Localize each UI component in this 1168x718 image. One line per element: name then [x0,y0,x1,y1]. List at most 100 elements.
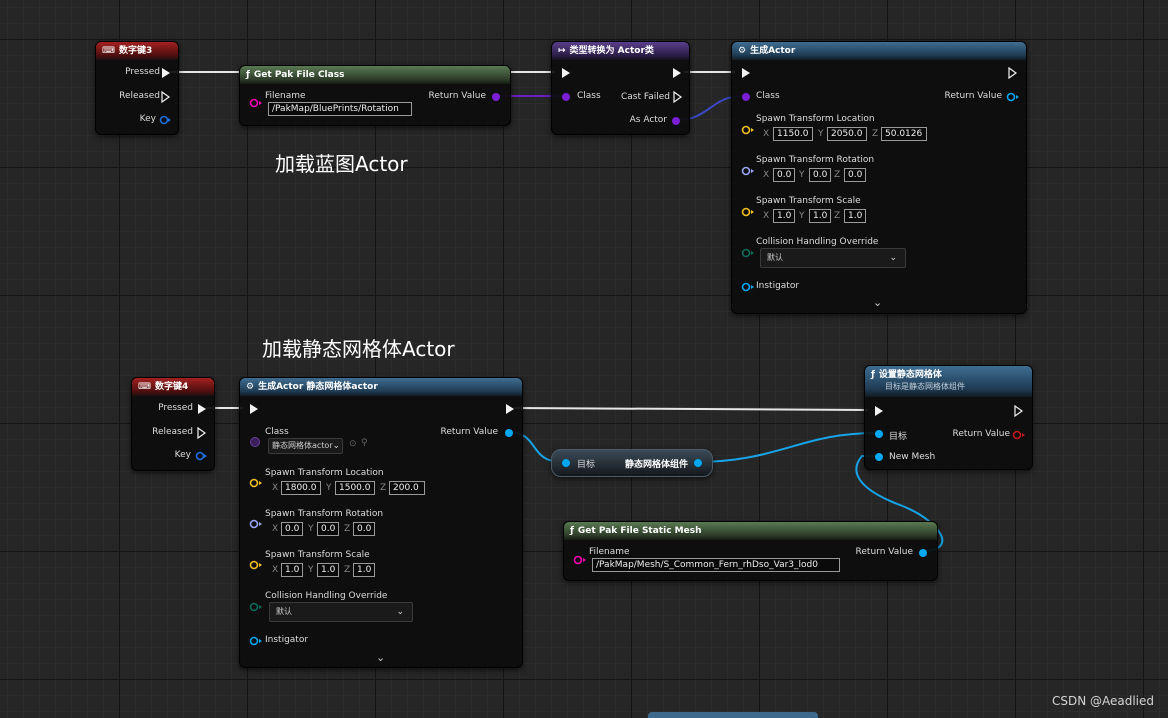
return-class-pin[interactable] [492,93,500,101]
cast-exec-in-pin[interactable] [562,68,570,78]
scale-y-input[interactable]: 1.0 [809,209,831,223]
location-x-input[interactable]: 1150.0 [773,127,813,141]
partial-node-header [648,712,818,718]
axis-z: Z [834,211,841,221]
scale-x-input[interactable]: 1.0 [773,209,795,223]
rotation-x-input[interactable]: 0.0 [281,522,303,536]
spawn-mesh-class-label: Class [265,427,289,437]
spawn-actor-node[interactable]: ⚙生成Actor Class Return Value Spawn Transf… [731,41,1027,314]
axis-y: Y [799,170,805,180]
cast-exec-out-pin[interactable] [673,68,681,78]
getter-output-label: 静态网格体组件 [624,460,688,470]
cast-to-actor-class-node[interactable]: ↦类型转换为 Actor类 Class Cast Failed As Actor [551,41,690,135]
expand-chevron-icon[interactable]: ⌄ [873,296,883,309]
collision-enum-pin[interactable] [741,248,755,258]
rotation-y-input[interactable]: 0.0 [809,168,831,182]
exec-wire [513,407,869,411]
rotation-z-input[interactable]: 0.0 [353,522,375,536]
scale-z-input[interactable]: 1.0 [844,209,866,223]
scale-x-input[interactable]: 1.0 [281,563,303,577]
location-vector-pin[interactable] [249,478,263,488]
search-icon[interactable]: ⚲ [361,438,368,448]
instigator-pin[interactable] [741,282,755,292]
mesh-return-pin[interactable] [919,549,927,557]
pressed-label: Pressed [158,403,193,413]
collision-enum-pin[interactable] [249,602,263,612]
spawn-mesh-actor-node[interactable]: ⚙生成Actor 静态网格体actor Class 静态网格体actor⌄ ⊙ … [239,377,523,668]
location-z-input[interactable]: 50.0126 [881,127,927,141]
spawn-class-pin[interactable] [742,93,750,101]
keyboard-icon: ⌨ [138,382,151,392]
static-mesh-component-getter-node[interactable]: 目标 静态网格体组件 [551,449,713,477]
pressed-exec-pin[interactable] [198,404,206,414]
spawn-mesh-class-pin[interactable] [250,437,260,447]
key-struct-pin[interactable] [159,115,171,125]
expand-chevron-icon[interactable]: ⌄ [376,651,386,664]
scale-z-input[interactable]: 1.0 [353,563,375,577]
axis-z: Z [834,170,841,180]
spawn-return-label: Return Value [944,91,1002,101]
spawn-exec-in-pin[interactable] [742,68,750,78]
function-icon: ƒ [871,370,875,380]
spawn-mesh-exec-in-pin[interactable] [250,404,258,414]
rotation-pin[interactable] [249,519,263,529]
set-mesh-exec-out-pin[interactable] [1014,405,1024,417]
set-mesh-target-pin[interactable] [875,430,883,438]
cast-class-pin[interactable] [562,93,570,101]
location-vector-pin[interactable] [741,125,755,135]
watermark: CSDN @Aeadlied [1051,694,1154,708]
rotation-z-input[interactable]: 0.0 [844,168,866,182]
spawn-mesh-exec-out-pin[interactable] [506,404,514,414]
spawn-return-pin[interactable] [1006,92,1020,102]
getter-target-pin[interactable] [562,459,570,467]
key-struct-pin[interactable] [195,451,207,461]
rotation-pin[interactable] [741,166,755,176]
scale-y-input[interactable]: 1.0 [317,563,339,577]
mesh-filename-input[interactable]: /PakMap/Mesh/S_Common_Fern_rhDso_Var3_lo… [592,558,840,572]
scale-vector-pin[interactable] [249,560,263,570]
chevron-down-icon: ⌄ [889,253,897,263]
filename-string-pin[interactable] [249,98,263,108]
as-actor-pin[interactable] [672,117,680,125]
spawn-mesh-return-pin[interactable] [505,429,513,437]
set-mesh-return-pin[interactable] [1012,430,1026,440]
mesh-filename-string-pin[interactable] [573,555,587,565]
function-icon: ƒ [570,526,574,536]
collision-label: Collision Handling Override [265,591,388,601]
scale-vector-pin[interactable] [741,207,755,217]
released-label: Released [152,427,193,437]
released-exec-pin[interactable] [197,427,207,439]
rotation-y-input[interactable]: 0.0 [317,522,339,536]
axis-x: X [272,524,279,534]
released-exec-pin[interactable] [161,91,171,103]
getter-output-pin[interactable] [694,459,702,467]
collision-dropdown[interactable]: 默认⌄ [269,602,413,622]
released-label: Released [119,91,160,101]
location-x-input[interactable]: 1800.0 [281,481,321,495]
axis-z: Z [344,524,351,534]
set-mesh-exec-in-pin[interactable] [875,406,883,416]
spawn-exec-out-pin[interactable] [1008,67,1018,79]
mesh-filename-label: Filename [589,547,630,557]
instigator-pin[interactable] [249,636,263,646]
collision-dropdown[interactable]: 默认⌄ [760,248,906,268]
rotation-x-input[interactable]: 0.0 [773,168,795,182]
axis-x: X [272,565,279,575]
key3-event-node[interactable]: ⌨数字键3 Pressed Released Key [95,41,179,135]
browse-arrow-icon[interactable]: ⊙ [349,439,357,449]
location-y-input[interactable]: 2050.0 [827,127,867,141]
location-y-input[interactable]: 1500.0 [335,481,375,495]
key4-event-node[interactable]: ⌨数字键4 Pressed Released Key [131,377,215,471]
cast-failed-exec-pin[interactable] [673,91,683,103]
new-mesh-pin[interactable] [875,453,883,461]
filename-input[interactable]: /PakMap/BluePrints/Rotation [268,102,412,116]
axis-z: Z [380,483,387,493]
class-select[interactable]: 静态网格体actor⌄ [268,438,343,454]
location-z-input[interactable]: 200.0 [389,481,425,495]
instigator-label: Instigator [265,635,309,645]
pressed-exec-pin[interactable] [162,68,170,78]
